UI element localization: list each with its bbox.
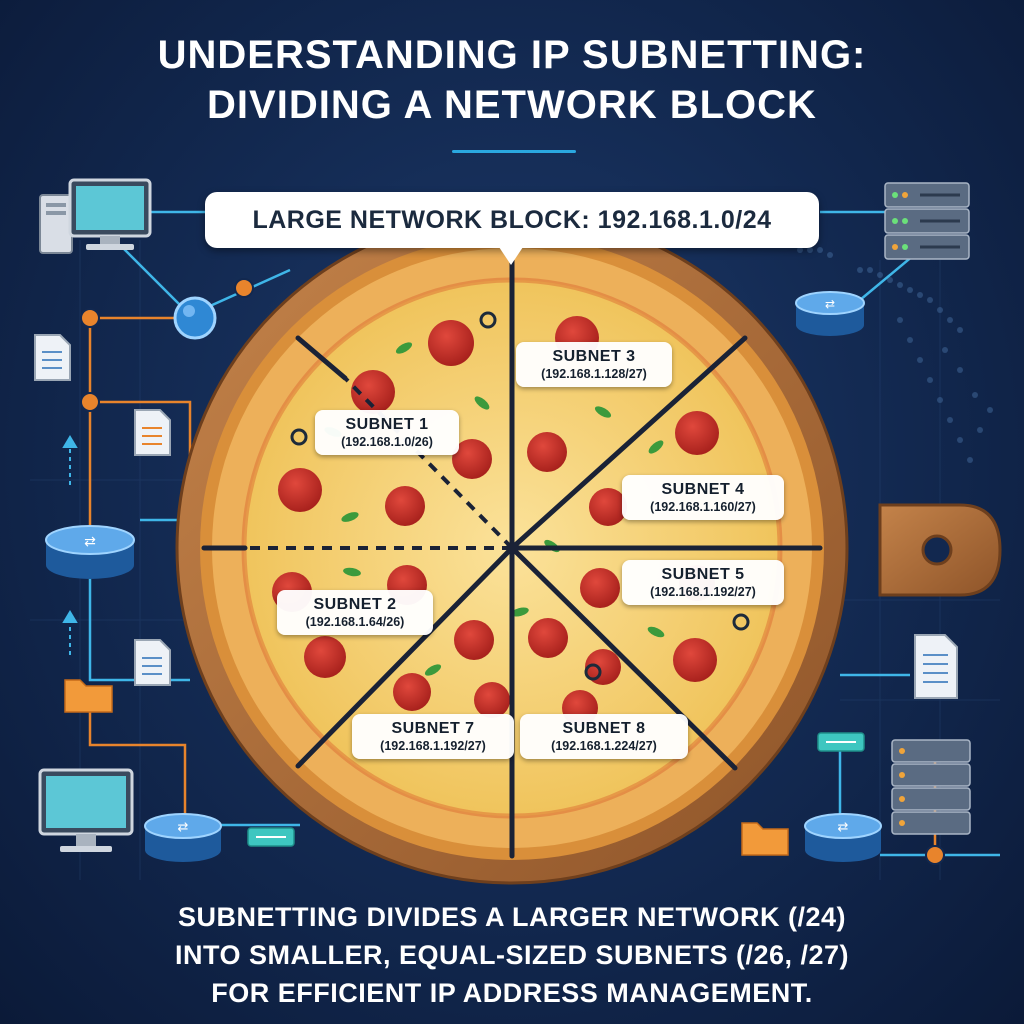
upload-arrow-icon [62,435,78,655]
subnet-cidr: (192.168.1.64/26) [305,615,405,629]
callout-pointer [499,247,523,265]
page-title: UNDERSTANDING IP SUBNETTING: DIVIDING A … [0,30,1024,130]
switch-icon [247,827,295,847]
subnet-label-8: SUBNET 8 (192.168.1.224/27) [520,714,688,759]
herb-toppings [324,342,665,676]
connector-nodes [80,278,945,865]
subnet-name: SUBNET 3 [552,348,636,365]
router-icon: ⇄ [804,813,882,862]
svg-text:⇄: ⇄ [84,534,96,550]
subnet-cidr: (192.168.1.192/27) [650,585,756,599]
subnet-label-4: SUBNET 4 (192.168.1.160/27) [622,475,784,520]
subnet-name: SUBNET 1 [345,416,429,433]
subnet-name: SUBNET 8 [562,720,646,737]
svg-text:⇄: ⇄ [178,820,189,835]
caption-line-1: SUBNETTING DIVIDES A LARGER NETWORK (/24… [177,902,847,932]
document-icon [134,639,171,686]
hub-node-icon [173,296,217,340]
switch-icon [817,732,865,752]
subnet-cidr: (192.168.1.224/27) [551,739,657,753]
subnet-name: SUBNET 7 [391,720,475,737]
svg-text:⇄: ⇄ [838,820,849,835]
subnet-name: SUBNET 2 [313,596,397,613]
document-icon [914,634,958,699]
folder-icon [741,822,789,856]
folder-icon [64,679,113,713]
subnet-cidr: (192.168.1.0/26) [341,435,433,449]
subnet-label-2: SUBNET 2 (192.168.1.64/26) [277,590,433,635]
document-icon [134,409,171,456]
caption-line-2: INTO SMALLER, EQUAL-SIZED SUBNETS (/26, … [174,940,850,970]
svg-text:⇄: ⇄ [825,297,835,311]
desktop-computer-icon [38,768,134,852]
subnet-label-7: SUBNET 7 (192.168.1.192/27) [352,714,514,759]
subnet-label-5: SUBNET 5 (192.168.1.192/27) [622,560,784,605]
title-line-1: UNDERSTANDING IP SUBNETTING: [157,33,867,77]
slice-dividers [201,237,823,859]
title-underline [452,150,576,153]
pizza-center [506,542,518,554]
olive-toppings [290,311,750,681]
subnet-cidr: (192.168.1.128/27) [541,367,647,381]
router-icon: ⇄ [144,813,222,862]
network-block-callout: LARGE NETWORK BLOCK: 192.168.1.0/24 [205,192,819,248]
document-icon [34,334,71,381]
dashed-subnet-dividers [245,376,514,550]
router-icon: ⇄ [45,525,135,579]
caption: SUBNETTING DIVIDES A LARGER NETWORK (/24… [0,898,1024,1012]
title-line-2: DIVIDING A NETWORK BLOCK [207,83,817,127]
pepperoni-toppings [272,316,719,726]
server-rack-icon [891,739,971,835]
caption-line-3: FOR EFFICIENT IP ADDRESS MANAGEMENT. [211,978,813,1008]
server-rack-icon [884,182,970,260]
subnet-name: SUBNET 4 [661,481,745,498]
subnet-label-1: SUBNET 1 (192.168.1.0/26) [315,410,459,455]
subnet-name: SUBNET 5 [661,566,745,583]
world-map-icon [797,247,993,463]
subnet-cidr: (192.168.1.160/27) [650,500,756,514]
desktop-computer-icon [39,178,152,254]
router-icon: ⇄ [795,291,865,336]
subnet-cidr: (192.168.1.192/27) [380,739,486,753]
subnet-label-3: SUBNET 3 (192.168.1.128/27) [516,342,672,387]
